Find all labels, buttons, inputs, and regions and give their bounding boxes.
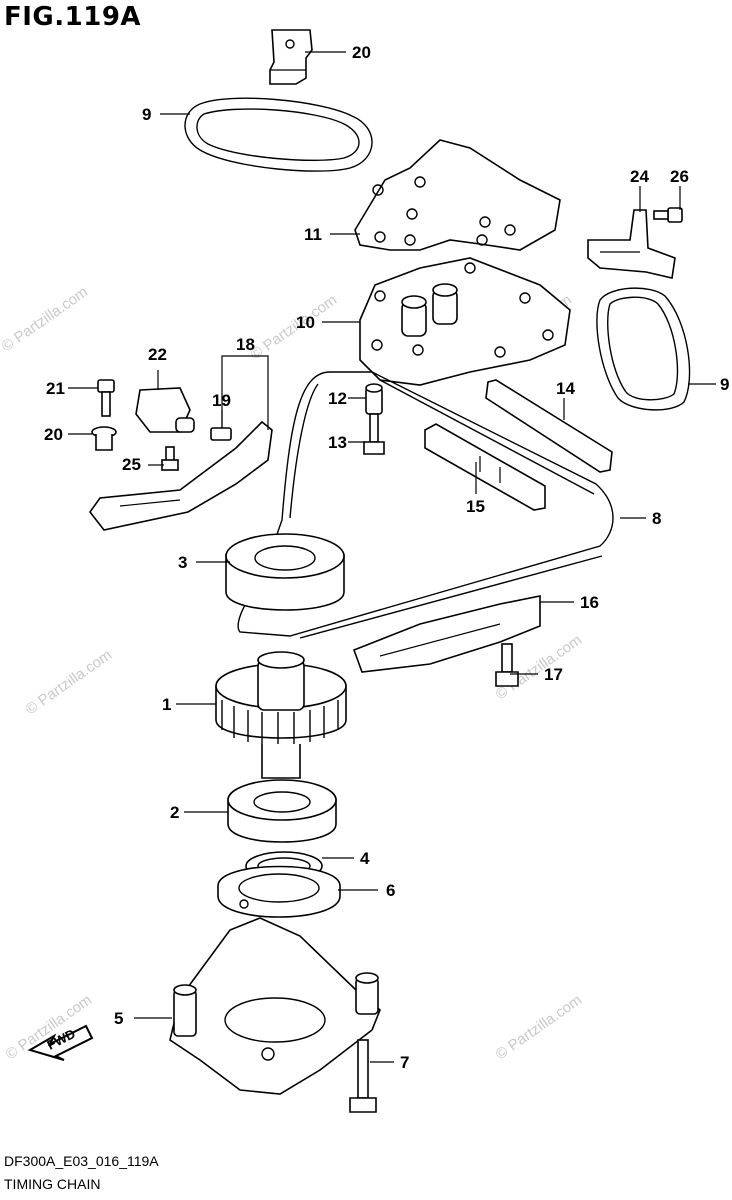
callout-20: 20 (44, 425, 63, 444)
part-23-guide (269, 29, 313, 85)
callout-14: 14 (556, 379, 575, 398)
callout-24: 24 (630, 167, 649, 186)
part-25-bolt (161, 446, 179, 471)
callout-9-right: 9 (720, 375, 729, 394)
watermark: © Partzilla.com (493, 991, 586, 1063)
part-14-rail (485, 379, 613, 473)
callout-21: 21 (46, 379, 65, 398)
part-7-bolt (349, 1039, 377, 1113)
part-2-bearing (227, 779, 337, 843)
part-21-bolt (97, 379, 115, 417)
callout-18: 18 (236, 335, 255, 354)
callout-19: 19 (212, 391, 231, 410)
part-17-bolt (495, 643, 519, 687)
callout-8: 8 (652, 509, 661, 528)
part-18-bracket-line (221, 355, 240, 430)
watermark: © Partzilla.com (248, 291, 341, 363)
callout-15: 15 (466, 497, 485, 516)
callout-2: 2 (170, 803, 179, 822)
callout-12: 12 (328, 389, 347, 408)
callout-9-top: 9 (142, 105, 151, 124)
part-22-tensioner (135, 387, 195, 433)
callouts: 20 9 11 10 24 26 9 14 15 12 13 8 16 17 1… (44, 43, 729, 1072)
callout-10: 10 (296, 313, 315, 332)
callout-3: 3 (178, 553, 187, 572)
callout-4: 4 (360, 849, 370, 868)
callout-26: 26 (670, 167, 689, 186)
callout-11: 11 (304, 225, 322, 244)
part-3-bearing (225, 533, 345, 611)
part-18-bracket-line (240, 355, 269, 430)
figure-title: FIG.119A (4, 2, 142, 32)
callout-25: 25 (122, 455, 141, 474)
part-6-plate (217, 865, 341, 918)
callout-23: 20 (352, 43, 371, 62)
watermark: © Partzilla.com (23, 646, 116, 718)
part-26-bolt (653, 207, 683, 223)
part-19-clip (210, 427, 232, 441)
part-11-gasket (354, 139, 561, 251)
watermark: © Partzilla.com (0, 283, 91, 355)
callout-13: 13 (328, 433, 347, 452)
callout-17: 17 (544, 665, 563, 684)
part-5-housing (169, 917, 381, 1095)
part-9-top-chain (184, 97, 373, 172)
part-24-bracket (587, 209, 676, 279)
leader-lines (68, 51, 716, 1063)
figure-name: TIMING CHAIN (4, 1176, 101, 1192)
part-18-tensioner-arm (89, 420, 273, 531)
part-20-collar (91, 426, 117, 451)
part-9-right-chain (596, 287, 691, 411)
figure-code: DF300A_E03_016_119A (4, 1153, 159, 1169)
callout-1: 1 (162, 695, 171, 714)
part-12-dowel (365, 383, 383, 415)
callout-7: 7 (400, 1053, 409, 1072)
callout-6: 6 (386, 881, 395, 900)
part-1-gear (215, 651, 347, 779)
part-13-bolt (363, 413, 385, 455)
callout-16: 16 (580, 593, 599, 612)
part-10-housing (359, 257, 571, 386)
callout-22: 22 (148, 345, 167, 364)
part-15-guide (424, 423, 546, 511)
part-16-guide (352, 595, 541, 673)
callout-5: 5 (114, 1009, 123, 1028)
